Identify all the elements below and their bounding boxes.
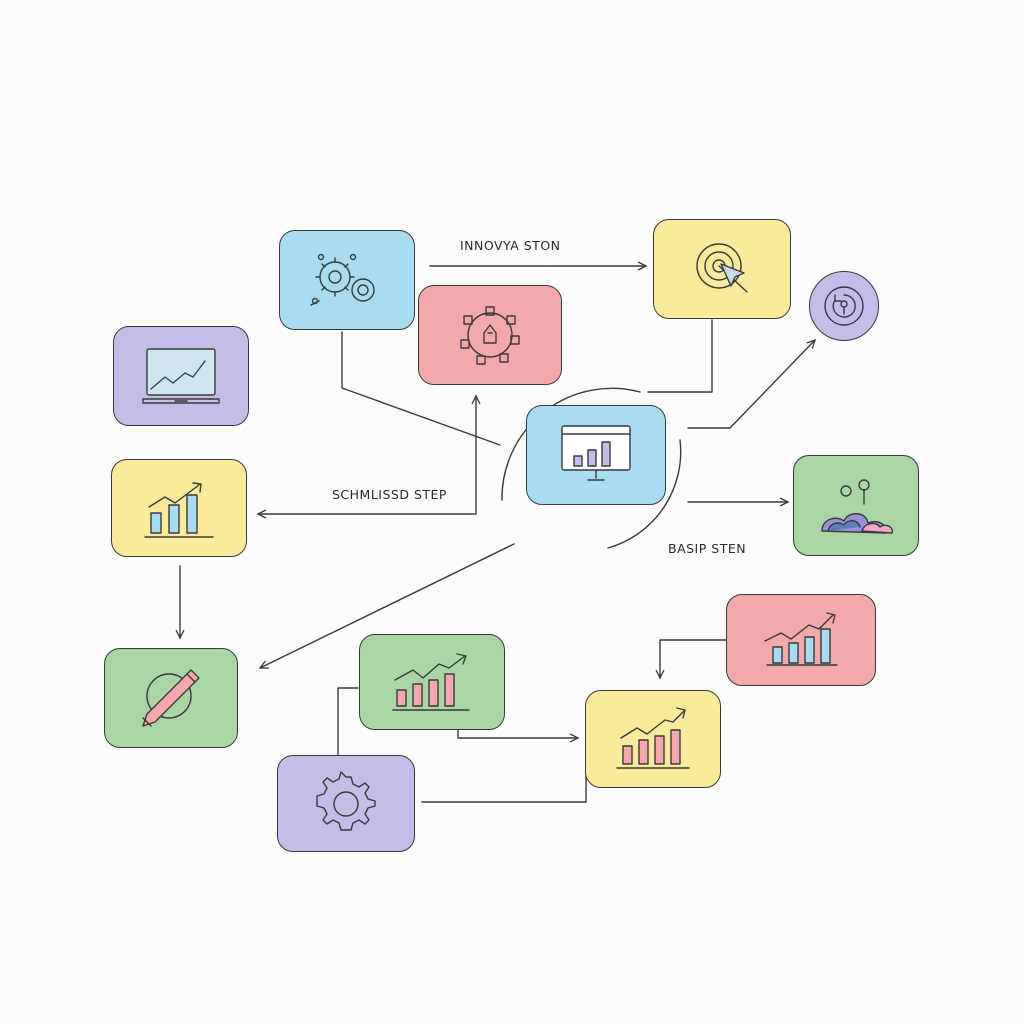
- node-growth-pink[interactable]: [726, 594, 876, 686]
- connector-growth-green-to-yellow2: [457, 729, 578, 738]
- node-monitor-chart[interactable]: [526, 405, 666, 505]
- bar-growth-icon: [616, 707, 690, 769]
- target-cursor-icon: [696, 243, 748, 293]
- laptop-chart-icon: [142, 348, 220, 404]
- node-gear[interactable]: [277, 755, 415, 852]
- connector-monitor-to-pencil: [260, 543, 515, 668]
- bar-growth-icon: [764, 612, 838, 666]
- connector-label-right: BASIP STEN: [668, 541, 747, 556]
- connector-gears-to-monitor: [341, 331, 501, 446]
- hub-network-icon: [460, 306, 520, 365]
- pencil-icon: [142, 669, 200, 727]
- gear-icon: [316, 770, 376, 831]
- connector-label-top: INNOVYA STON: [460, 238, 561, 253]
- monitor-chart-icon: [561, 425, 631, 481]
- node-growth-green[interactable]: [359, 634, 505, 730]
- connector-to-growth-yellow: [258, 444, 477, 514]
- cycle-icon: [824, 286, 864, 326]
- connector-target-to-circle: [647, 319, 713, 393]
- connector-label-left: SCHMLISSD STEP: [332, 487, 447, 502]
- node-target[interactable]: [653, 219, 791, 319]
- node-pencil[interactable]: [104, 648, 238, 748]
- clouds-people-icon: [821, 478, 893, 534]
- node-clouds-people[interactable]: [793, 455, 919, 556]
- node-gears-network[interactable]: [279, 230, 415, 330]
- gears-network-icon: [310, 253, 375, 306]
- node-cycle[interactable]: [809, 271, 879, 341]
- connector-growth-green-to-gear: [337, 687, 359, 757]
- connector-circle-arc-right: [607, 439, 682, 549]
- connector-monitor-to-cycle: [687, 340, 815, 429]
- node-laptop-chart[interactable]: [113, 326, 249, 426]
- node-hub-network[interactable]: [418, 285, 562, 385]
- node-growth-yellow-2[interactable]: [585, 690, 721, 788]
- connector-gear-to-yellow2: [421, 757, 587, 803]
- connector-pink-to-yellow2: [660, 639, 727, 678]
- bar-growth-icon: [144, 482, 214, 538]
- bar-growth-icon: [392, 653, 470, 711]
- node-growth-yellow[interactable]: [111, 459, 247, 557]
